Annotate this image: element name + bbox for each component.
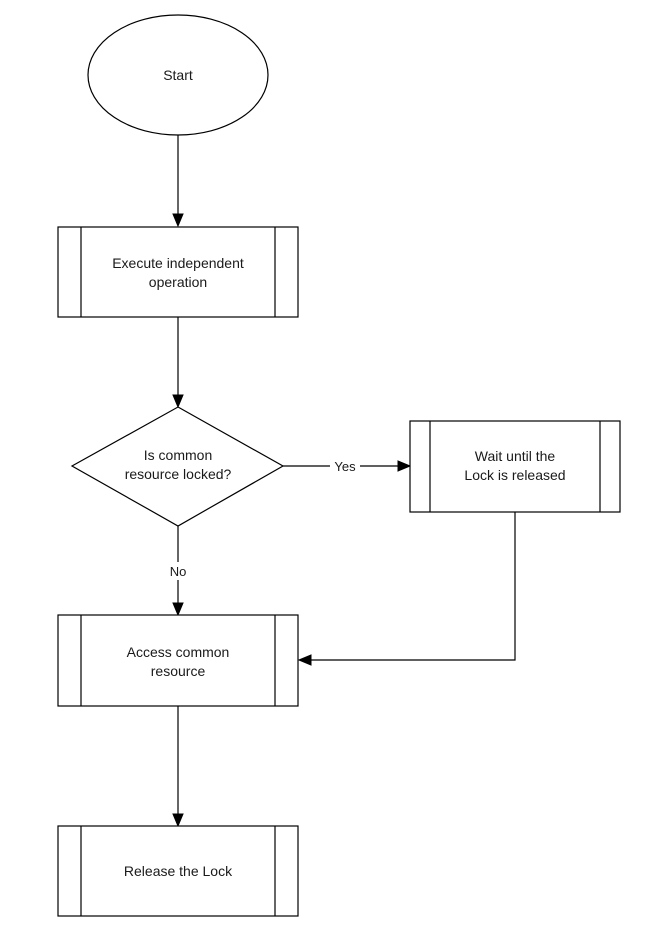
- arrowhead-icon: [172, 602, 184, 617]
- node-decision-label-line2: resource locked?: [125, 466, 232, 482]
- node-execute: Execute independent operation: [57, 226, 299, 318]
- arrowhead-icon: [172, 394, 184, 409]
- edge-label-yes: Yes: [334, 459, 356, 474]
- decision-shape: [70, 406, 285, 527]
- node-release: Release the Lock: [57, 825, 299, 917]
- arrowhead-icon: [297, 654, 312, 666]
- terminator-shape: [87, 14, 269, 136]
- node-decision: Is common resource locked?: [70, 406, 285, 527]
- arrowhead-icon: [172, 213, 184, 228]
- node-wait: Wait until the Lock is released: [409, 420, 621, 513]
- node-decision-label-line1: Is common: [144, 447, 212, 463]
- node-wait-label-line1: Wait until the: [475, 448, 556, 464]
- edge-decision-to-access: No: [163, 526, 193, 617]
- process-shape: [57, 226, 299, 318]
- node-execute-label-line2: operation: [149, 274, 207, 290]
- node-execute-label-line1: Execute independent: [112, 255, 244, 271]
- node-access: Access common resource: [57, 614, 299, 707]
- arrowhead-icon: [172, 813, 184, 828]
- edge-execute-to-decision: [172, 317, 184, 409]
- node-wait-label-line2: Lock is released: [464, 467, 565, 483]
- node-release-label: Release the Lock: [124, 863, 233, 879]
- process-shape: [409, 420, 621, 513]
- edge-label-no: No: [170, 564, 187, 579]
- process-shape: [57, 614, 299, 707]
- arrowhead-icon: [397, 460, 412, 472]
- edge-decision-to-wait: Yes: [283, 457, 412, 474]
- node-access-label-line2: resource: [151, 663, 206, 679]
- node-start-label: Start: [163, 67, 193, 83]
- edge-wait-to-access: [297, 512, 516, 666]
- node-access-label-line1: Access common: [127, 644, 230, 660]
- edge-start-to-execute: [172, 135, 184, 228]
- process-shape: [57, 825, 299, 917]
- node-start: Start: [87, 14, 269, 136]
- edge-access-to-release: [172, 706, 184, 828]
